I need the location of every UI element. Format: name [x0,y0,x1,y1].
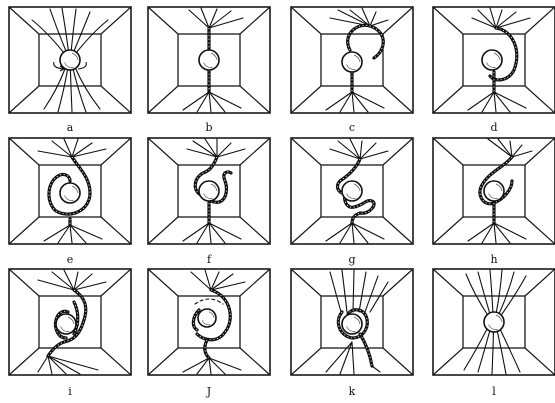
panel-label-h: h [490,253,497,266]
panel-label-d: d [490,121,497,134]
panel-i [9,269,131,375]
panel-e [9,138,131,244]
panel-label-l: l [492,385,496,398]
panel-label-e: e [67,253,74,266]
panel-label-a: a [67,121,74,134]
panel-k [291,269,413,375]
panel-label-f: f [207,253,212,266]
panel-a [9,7,131,113]
panel-g [291,138,413,244]
panel-label-i: i [68,385,72,398]
panel-h [433,138,555,244]
panel-label-k: k [349,385,356,398]
panel-label-j: J [206,385,211,398]
panel-c [291,7,413,113]
panel-label-b: b [205,121,212,134]
panel-label-g: g [348,253,355,266]
panel-l [433,269,555,375]
panel-d [433,7,555,113]
panel-f [148,138,270,244]
panel-label-c: c [349,121,355,134]
panel-b [148,7,270,113]
panel-j [148,269,270,375]
